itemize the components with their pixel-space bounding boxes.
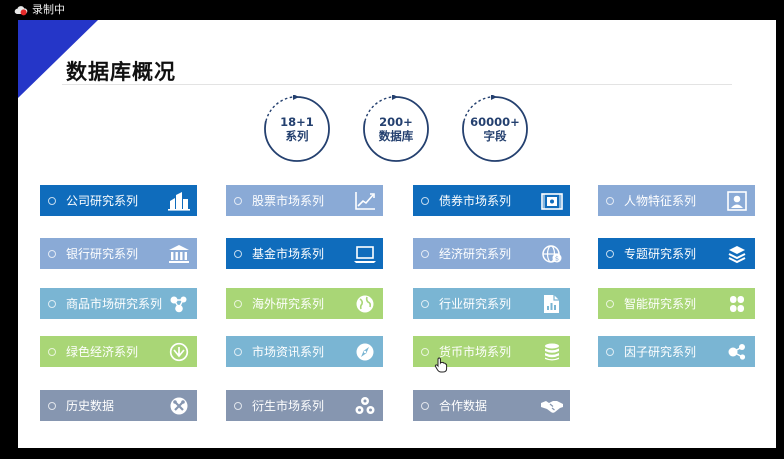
tile-factor-research[interactable]: 因子研究系列 [598, 336, 755, 367]
stat-label: 系列 [285, 129, 309, 143]
tile-green-economy[interactable]: 绿色经济系列 [40, 336, 197, 367]
coin-stack-icon [539, 341, 565, 363]
tile-label: 历史数据 [66, 399, 115, 413]
tile-label: 货币市场系列 [439, 345, 512, 359]
bullet-dot [48, 299, 56, 308]
line-chart-icon [352, 190, 378, 212]
bullet-dot [234, 299, 242, 308]
bullet-dot [606, 196, 614, 205]
tile-label: 海外研究系列 [252, 297, 325, 311]
tile-topic-research[interactable]: 专题研究系列 [598, 238, 755, 269]
circle-arrow-icon [264, 95, 330, 162]
globe-money-icon: $ [539, 243, 565, 265]
bullet-dot [234, 196, 242, 205]
recording-bar: 录制中 [0, 0, 784, 20]
corner-triangle [18, 20, 98, 98]
tile-label: 行业研究系列 [439, 297, 512, 311]
bullet-dot [234, 347, 242, 356]
stat-label: 数据库 [378, 129, 414, 143]
title-divider [62, 84, 732, 85]
tile-company-research[interactable]: 公司研究系列 [40, 185, 197, 216]
tile-label: 智能研究系列 [624, 297, 697, 311]
circle-arrow-icon [363, 95, 429, 162]
tile-label: 商品市场研究系列 [66, 297, 163, 311]
svg-text:$: $ [555, 254, 559, 262]
handshake-icon [539, 395, 565, 417]
recording-indicator[interactable]: 录制中 [14, 3, 65, 17]
person-portrait-icon [724, 190, 750, 212]
tile-smart-research[interactable]: 智能研究系列 [598, 288, 755, 319]
bullet-dot [421, 347, 429, 356]
tile-market-news[interactable]: 市场资讯系列 [226, 336, 383, 367]
bullet-dot [421, 401, 429, 410]
tile-label: 因子研究系列 [624, 345, 697, 359]
tile-label: 衍生市场系列 [252, 399, 325, 413]
tile-historical-data[interactable]: 历史数据 [40, 390, 197, 421]
stat-label: 字段 [483, 129, 507, 143]
bullet-dot [48, 401, 56, 410]
tile-label: 绿色经济系列 [66, 345, 139, 359]
tile-label: 银行研究系列 [66, 247, 139, 261]
bullet-dot [234, 401, 242, 410]
document-chart-icon [539, 293, 565, 315]
tile-derivatives-market[interactable]: 衍生市场系列 [226, 390, 383, 421]
tile-label: 公司研究系列 [66, 194, 139, 208]
stat-value: 18+1 [280, 115, 314, 129]
building-icon [166, 190, 192, 212]
laptop-icon [352, 243, 378, 265]
bullet-dot [606, 249, 614, 258]
stat-fields: 60000+ 字段 [461, 95, 529, 163]
layers-icon [724, 243, 750, 265]
tile-label: 股票市场系列 [252, 194, 325, 208]
cloud-record-icon [14, 6, 28, 16]
stat-value: 200+ [379, 115, 413, 129]
globe-icon [352, 293, 378, 315]
tile-label: 经济研究系列 [439, 247, 512, 261]
bullet-dot [48, 196, 56, 205]
leaf-badge-icon [166, 341, 192, 363]
tile-label: 债券市场系列 [439, 194, 512, 208]
tile-fund-market[interactable]: 基金市场系列 [226, 238, 383, 269]
molecule-icon [166, 293, 192, 315]
bullet-dot [234, 249, 242, 258]
tile-bond-market[interactable]: 债券市场系列 [413, 185, 570, 216]
tile-commodity-research[interactable]: 商品市场研究系列 [40, 288, 197, 319]
tile-overseas-research[interactable]: 海外研究系列 [226, 288, 383, 319]
bond-certificate-icon [539, 190, 565, 212]
tile-label: 市场资讯系列 [252, 345, 325, 359]
network-cubes-icon [352, 395, 378, 417]
bullet-dot [48, 249, 56, 258]
recording-label: 录制中 [32, 3, 65, 16]
compass-icon [352, 341, 378, 363]
bullet-dot [421, 196, 429, 205]
tile-person-profile[interactable]: 人物特征系列 [598, 185, 755, 216]
tools-icon [166, 395, 192, 417]
stat-value: 60000+ [470, 115, 520, 129]
factor-nodes-icon [724, 341, 750, 363]
tile-label: 合作数据 [439, 399, 488, 413]
bullet-dot [48, 347, 56, 356]
bullet-dot [421, 299, 429, 308]
stat-series: 18+1 系列 [263, 95, 331, 163]
tile-bank-research[interactable]: 银行研究系列 [40, 238, 197, 269]
tile-label: 专题研究系列 [624, 247, 697, 261]
tile-industry-research[interactable]: 行业研究系列 [413, 288, 570, 319]
tile-economic-research[interactable]: 经济研究系列 $ [413, 238, 570, 269]
bullet-dot [606, 299, 614, 308]
bottom-bar [0, 448, 784, 459]
bullet-dot [606, 347, 614, 356]
tile-label: 基金市场系列 [252, 247, 325, 261]
stat-databases: 200+ 数据库 [362, 95, 430, 163]
circle-arrow-icon [462, 95, 528, 162]
bank-icon [166, 243, 192, 265]
slide-title: 数据库概况 [66, 60, 176, 84]
slide: 数据库概况 18+1 系列 200+ 数据库 [18, 20, 776, 448]
tile-cooperation-data[interactable]: 合作数据 [413, 390, 570, 421]
hand-cursor-icon [434, 357, 448, 373]
tile-label: 人物特征系列 [624, 194, 697, 208]
clover-icon [724, 293, 750, 315]
bullet-dot [421, 249, 429, 258]
tile-stock-market[interactable]: 股票市场系列 [226, 185, 383, 216]
